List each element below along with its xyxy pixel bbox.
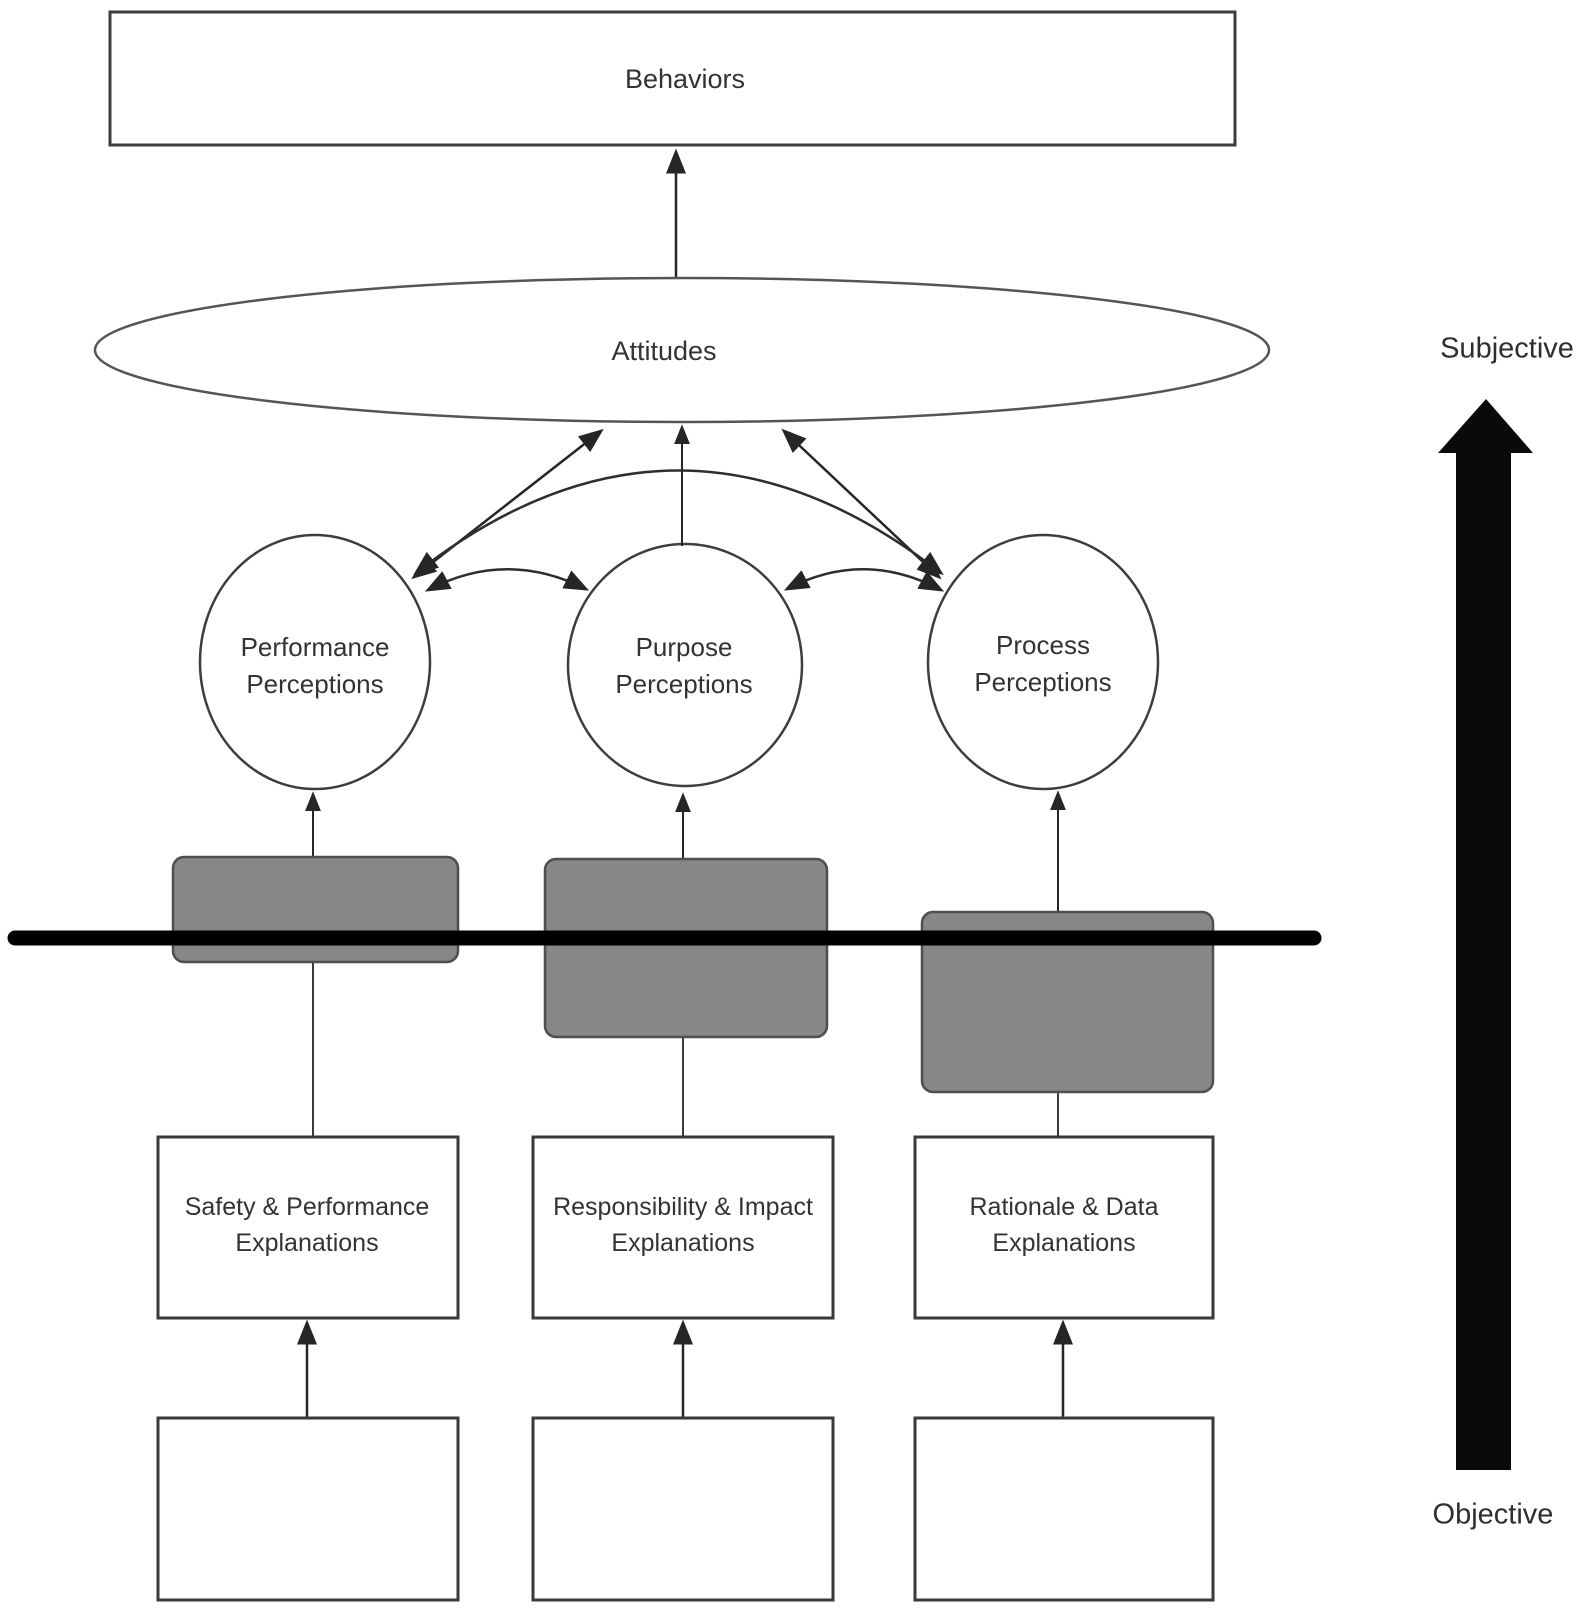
safety-performance-explanations-box (156, 1135, 460, 1320)
safety-performance-explanations-label: Safety & Performance Explanations (185, 1189, 430, 1261)
safety-performance-line2: Explanations (235, 1229, 379, 1257)
performance-perceptions-circle (198, 533, 432, 791)
performance-perceptions-line2: Perceptions (246, 669, 384, 699)
subjective-axis-label: Subjective (1440, 332, 1574, 365)
attitudes-label: Attitudes (611, 335, 717, 366)
gray-block-purpose (543, 857, 829, 1039)
purpose-perceptions-label: Purpose Perceptions (615, 629, 752, 703)
rationale-data-explanations-label: Rationale & Data Explanations (969, 1189, 1158, 1261)
responsibility-impact-explanations-box (531, 1135, 835, 1320)
performance-purpose-covariance-arc (424, 568, 590, 592)
behaviors-box (108, 10, 1237, 147)
rationale-data-line2: Explanations (992, 1229, 1136, 1257)
performance-process-covariance-arc (413, 469, 944, 576)
responsibility-impact-line1: Responsibility & Impact (553, 1193, 813, 1221)
process-perceptions-label: Process Perceptions (974, 627, 1111, 701)
performance-perceptions-label: Performance Perceptions (241, 629, 390, 703)
purpose-perceptions-line1: Purpose (635, 632, 733, 662)
process-perceptions-line1: Process (996, 630, 1090, 660)
process-perceptions-line2: Perceptions (974, 667, 1112, 697)
process-perceptions-circle (926, 533, 1160, 791)
performance-perceptions-line1: Performance (240, 632, 390, 662)
safety-performance-line1: Safety & Performance (184, 1193, 430, 1221)
behaviors-label: Behaviors (624, 63, 746, 94)
objective-axis-label: Objective (1432, 1498, 1554, 1531)
rationale-data-explanations-box (913, 1135, 1215, 1320)
rationale-data-line1: Rationale & Data (969, 1193, 1159, 1221)
purpose-process-covariance-arc (783, 568, 945, 592)
responsibility-impact-explanations-label: Responsibility & Impact Explanations (553, 1189, 813, 1261)
gray-block-performance (171, 855, 460, 964)
responsibility-impact-line2: Explanations (611, 1229, 755, 1257)
empty-source-box-3 (913, 1416, 1215, 1602)
empty-source-box-2 (531, 1416, 835, 1602)
gray-block-process (920, 910, 1215, 1094)
purpose-perceptions-circle (566, 542, 804, 788)
up-block-arrow-icon (1438, 399, 1533, 1470)
attitudes-ellipse (93, 276, 1271, 424)
purpose-perceptions-line2: Perceptions (615, 669, 753, 699)
empty-source-box-1 (156, 1416, 460, 1602)
